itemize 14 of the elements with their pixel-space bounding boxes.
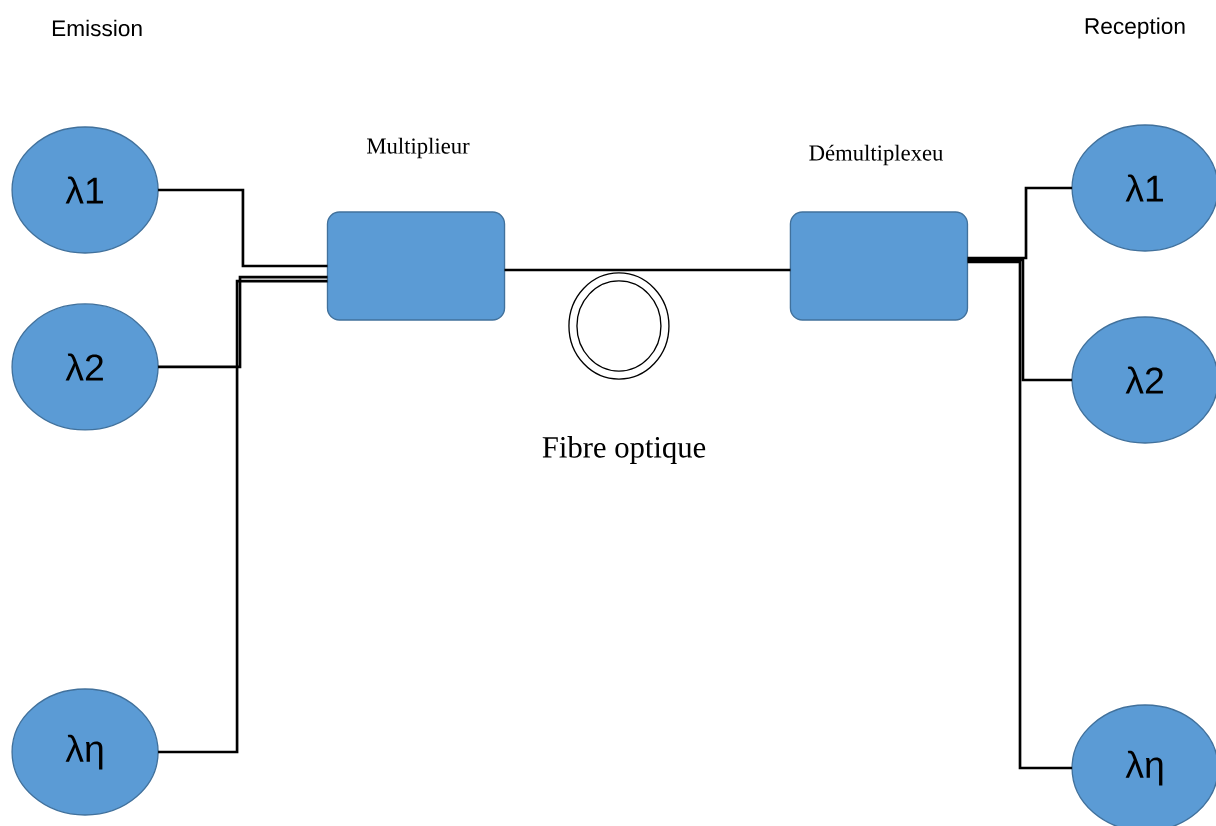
connector-line <box>504 268 791 272</box>
connector-line <box>158 279 328 754</box>
device-label: Démultiplexeu <box>809 144 943 166</box>
connector-line <box>158 188 328 268</box>
device-box <box>326 211 506 321</box>
connector-line <box>967 186 1073 260</box>
connector-line <box>158 275 328 369</box>
device-box <box>789 211 969 321</box>
section-heading: Reception <box>1085 17 1185 39</box>
fiber-label: Fibre optique <box>542 436 706 464</box>
connector-line <box>967 258 1073 382</box>
connector-line <box>967 260 1073 770</box>
section-heading: Emission <box>52 19 142 37</box>
device-label: Multiplieur <box>367 137 470 159</box>
